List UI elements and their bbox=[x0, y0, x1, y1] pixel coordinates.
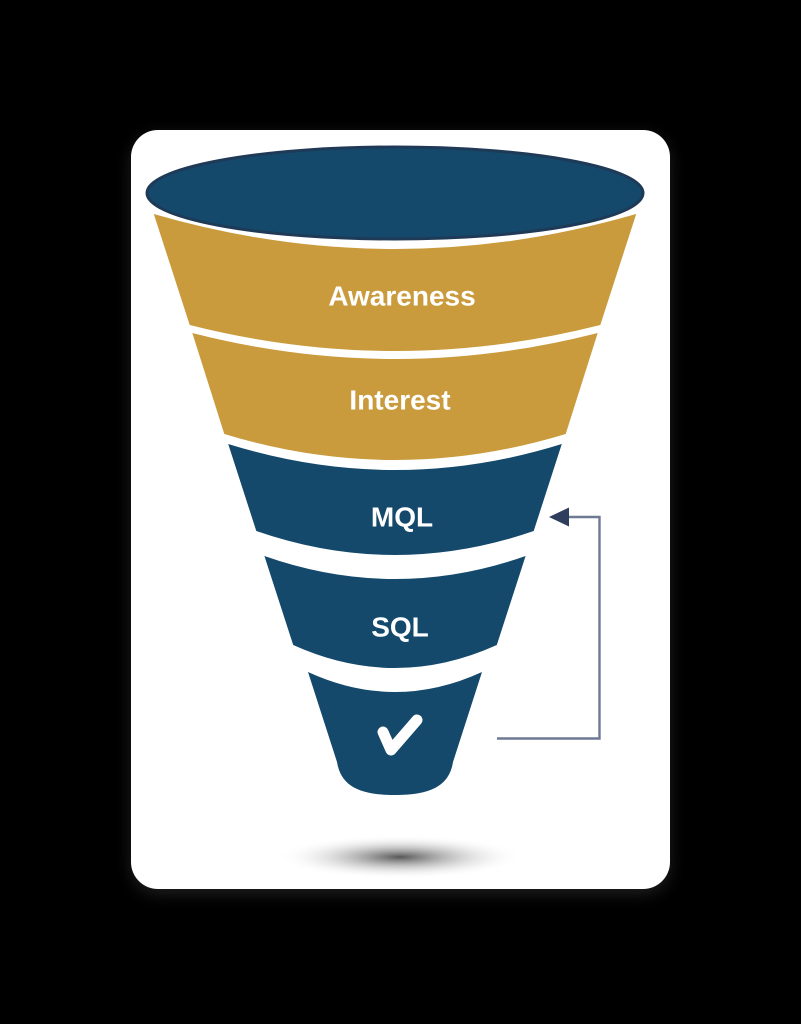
funnel-stage-label-sql: SQL bbox=[371, 612, 429, 643]
funnel-stage-sql bbox=[264, 556, 526, 668]
funnel-stage-awareness bbox=[153, 214, 637, 351]
funnel-top-rim bbox=[145, 145, 645, 241]
funnel-shadow bbox=[277, 835, 523, 879]
funnel-stage-label-interest: Interest bbox=[349, 385, 450, 416]
recycle-arrow bbox=[497, 507, 601, 740]
funnel-top-ellipse bbox=[147, 147, 643, 239]
recycle-arrow-line bbox=[497, 515, 601, 740]
checkmark-icon bbox=[377, 714, 423, 756]
funnel-stage-mql bbox=[228, 444, 562, 555]
funnel-stage-won bbox=[308, 672, 482, 795]
funnel-stage-label-awareness: Awareness bbox=[328, 281, 475, 312]
funnel-stage-label-mql: MQL bbox=[371, 502, 433, 533]
funnel-stage-interest bbox=[192, 333, 598, 460]
recycle-arrowhead-icon bbox=[549, 507, 569, 527]
